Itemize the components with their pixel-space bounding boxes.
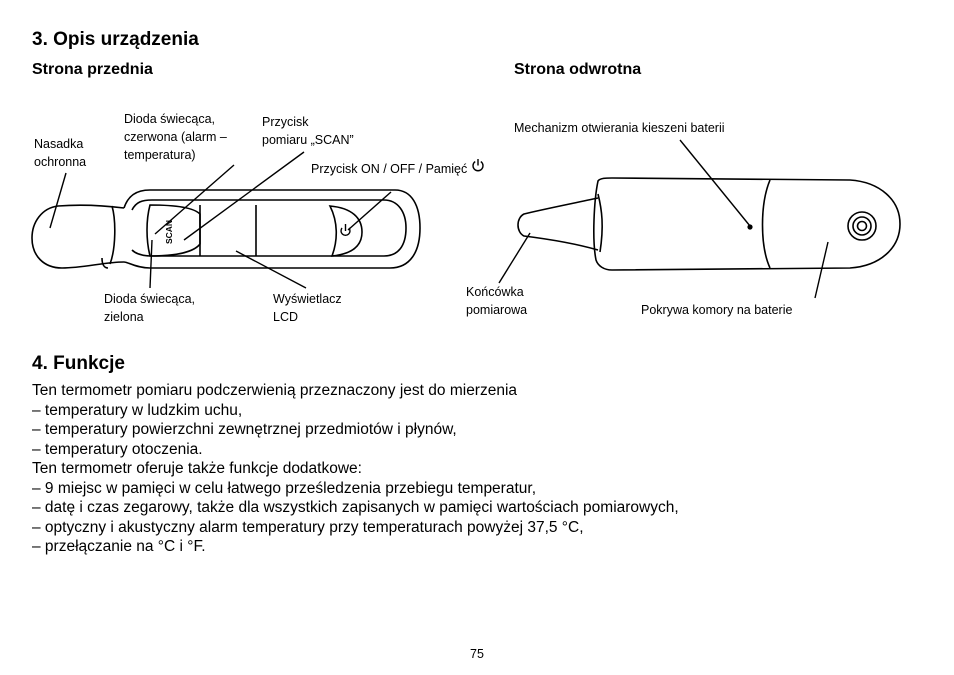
label-battery-cover: Pokrywa komory na baterie [641, 303, 793, 317]
label-battery-mechanism: Mechanizm otwierania kieszeni baterii [514, 121, 725, 135]
text-line: – temperatury w ludzkim uchu, [32, 401, 243, 419]
scan-button-text: SCAN [164, 220, 174, 244]
text-line: – przełączanie na °C i °F. [32, 538, 206, 555]
label-green-led: Dioda świecąca, zielona [104, 292, 196, 324]
label-scan-button: Przycisk pomiaru „SCAN” [262, 115, 354, 147]
functions-text: Ten termometr pomiaru podczerwienią prze… [32, 381, 679, 557]
text-line: – temperatury powierzchni zewnętrznej pr… [32, 421, 457, 438]
text-line: Ten termometr pomiaru podczerwienią prze… [32, 382, 518, 399]
power-icon [471, 158, 485, 178]
label-red-led: Dioda świecąca, czerwona (alarm – temper… [124, 112, 227, 162]
label-measuring-tip: Końcówka pomiarowa [466, 285, 528, 317]
text-line: – 9 miejsc w pamięci w celu łatwego prze… [32, 479, 536, 497]
label-on-off-button: Przycisk ON / OFF / Pamięć [311, 158, 485, 178]
front-thermometer: SCAN [31, 151, 421, 289]
section-3-title: 3. Opis urządzenia [32, 29, 199, 50]
label-protective-cap: Nasadka ochronna [34, 137, 87, 169]
back-side-title: Strona odwrotna [514, 61, 642, 78]
page-number: 75 [470, 647, 484, 661]
text-line: – optyczny i akustyczny alarm temperatur… [32, 518, 584, 536]
label-lcd: Wyświetlacz LCD [273, 292, 342, 324]
section-4-title: 4. Funkcje [32, 353, 125, 374]
back-thermometer [498, 139, 901, 299]
front-side-title: Strona przednia [32, 61, 153, 78]
text-line: – datę i czas zegarowy, także dla wszyst… [32, 499, 679, 516]
text-line: Ten termometr oferuje także funkcje doda… [32, 460, 362, 477]
text-line: – temperatury otoczenia. [32, 440, 203, 458]
